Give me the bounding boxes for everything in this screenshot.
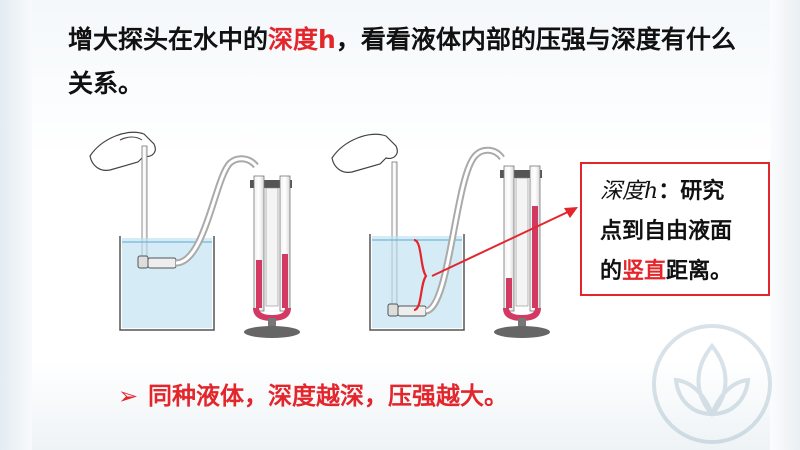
- beaker-right: [369, 234, 465, 331]
- arrow-head-icon: [564, 207, 578, 218]
- slide-heading: 增大探头在水中的深度h，看看液体内部的压强与深度有什么关系。: [68, 18, 758, 106]
- heading-part1: 增大探头在水中的: [68, 25, 269, 54]
- setup-deep: [331, 133, 550, 338]
- callout-line1: 深度h：研究: [600, 172, 758, 212]
- callout-line2: 点到自由液面: [600, 219, 733, 244]
- beaker-left: [119, 236, 215, 331]
- manometer-base-right: [494, 326, 550, 338]
- manometer-clamp-left: [250, 180, 292, 188]
- probe-right: [397, 305, 427, 317]
- depth-brace: [413, 238, 428, 312]
- callout-arrow: [431, 209, 573, 277]
- manometer-liquid-right-a: [506, 278, 512, 308]
- callout-line3-post: 距离。: [666, 259, 733, 284]
- conclusion-text: 同种液体，深度越深，压强越大。: [148, 382, 508, 410]
- callout-var: h: [644, 179, 659, 204]
- callout-vertical-highlight: 竖直: [622, 259, 667, 284]
- callout-line3-pre: 的: [600, 259, 623, 284]
- bullet-arrow-icon: ➢: [118, 382, 139, 410]
- callout-colon: ：研究: [658, 179, 725, 204]
- callout-term: 深度: [600, 179, 645, 204]
- hand-right-icon: [331, 133, 398, 173]
- experiment-illustration: [89, 131, 578, 338]
- lotus-watermark-icon: [652, 324, 772, 444]
- heading-part2: ，看看液体内部的压强与深度有什么关系。: [68, 25, 736, 98]
- callout-line3: 的竖直距离。: [600, 252, 758, 292]
- hand-left-icon: [89, 131, 156, 171]
- manometer-liquid-right-b: [532, 206, 538, 308]
- manometer-liquid-left-b: [282, 254, 288, 308]
- setup-shallow: [89, 131, 300, 338]
- heading-highlight-depth: 深度h: [268, 25, 336, 54]
- left-decor-strip: [0, 0, 32, 450]
- manometer-base-left: [244, 326, 300, 338]
- manometer-clamp-right: [500, 170, 542, 178]
- conclusion-line: ➢ 同种液体，深度越深，压强越大。: [118, 376, 508, 411]
- manometer-liquid-left-a: [256, 260, 262, 308]
- depth-definition-box: 深度h：研究 点到自由液面 的竖直距离。: [580, 162, 770, 296]
- water-left: [122, 238, 212, 328]
- right-decor-strip: [770, 0, 800, 450]
- probe-left: [147, 257, 177, 269]
